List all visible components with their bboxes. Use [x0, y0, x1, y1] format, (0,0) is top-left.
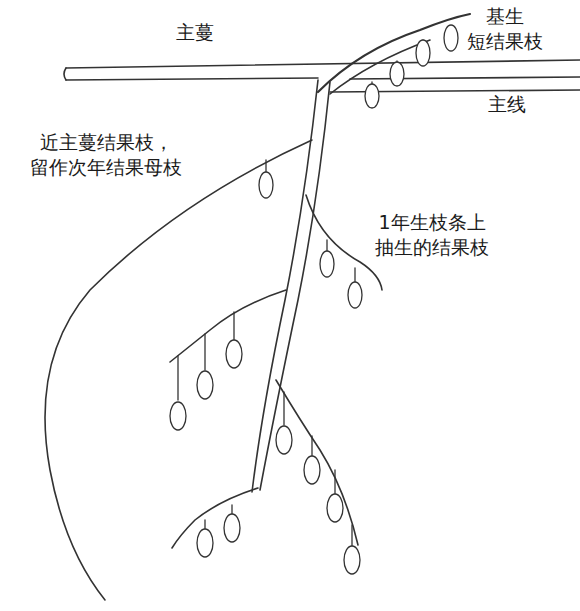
one-year-cane: [252, 80, 330, 492]
shoot-label: 基生 短结果枝: [467, 5, 543, 52]
vine-label-box: 主蔓: [176, 20, 296, 45]
wire-label-box: 主线: [488, 92, 568, 117]
shoot-label-box: 基生 短结果枝: [455, 4, 555, 53]
basal-short-shoot: [318, 14, 470, 94]
fruiting-branches: [45, 140, 382, 600]
branch-note: 1年生枝条上 抽生的结果枝: [375, 211, 489, 258]
vine-label: 主蔓: [176, 21, 214, 43]
branch-note-box: 近主蔓结果枝， 留作次年结果母枝: [6, 130, 206, 179]
wire-label: 主线: [488, 93, 526, 115]
fruits: [170, 25, 458, 574]
branch-note-box: 1年生枝条上 抽生的结果枝: [352, 210, 512, 259]
branch-note: 近主蔓结果枝， 留作次年结果母枝: [30, 131, 182, 178]
